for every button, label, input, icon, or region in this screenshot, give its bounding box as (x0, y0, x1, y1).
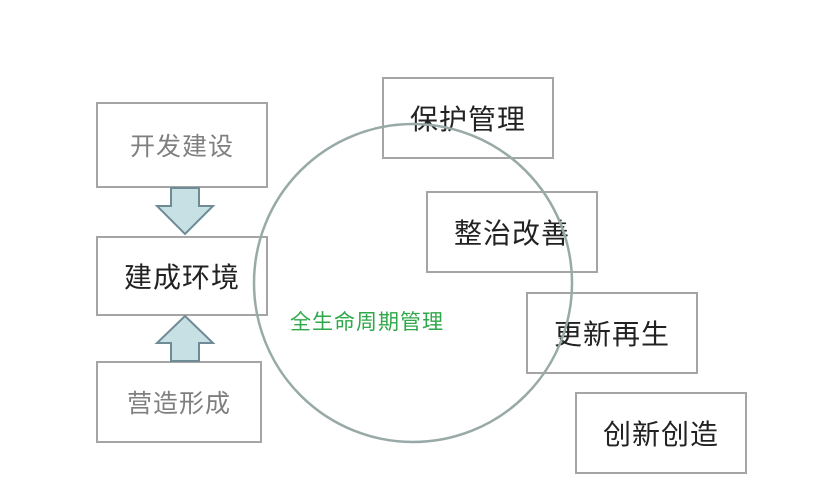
lifecycle-circle (252, 122, 574, 444)
box-stage-innovation-label: 创新创造 (602, 418, 719, 451)
box-development-label: 开发建设 (129, 132, 234, 161)
box-development: 开发建设 (96, 102, 268, 188)
box-formation-label: 营造形成 (126, 389, 231, 418)
arrow-up-icon (154, 314, 216, 362)
box-built-environment-label: 建成环境 (123, 261, 240, 294)
box-stage-renewal: 更新再生 (526, 292, 698, 374)
lifecycle-management-label: 全生命周期管理 (290, 310, 444, 334)
box-stage-innovation: 创新创造 (575, 392, 747, 474)
box-stage-protection-label: 保护管理 (409, 103, 526, 136)
box-stage-protection: 保护管理 (382, 77, 554, 159)
arrow-down-icon (154, 187, 216, 236)
box-stage-renewal-label: 更新再生 (553, 318, 670, 351)
box-built-environment: 建成环境 (96, 236, 268, 316)
box-formation: 营造形成 (96, 361, 262, 443)
box-stage-improvement: 整治改善 (426, 191, 598, 273)
box-stage-improvement-label: 整治改善 (453, 217, 570, 250)
